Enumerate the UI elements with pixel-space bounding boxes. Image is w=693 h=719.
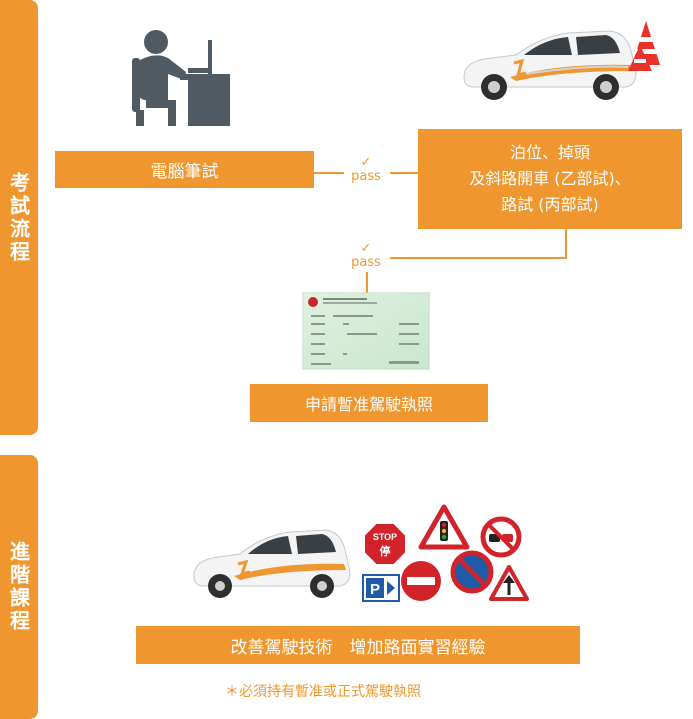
parking-sign-icon: P	[362, 574, 400, 602]
road-tests-line: 及斜路開車 (乙部試)、	[469, 169, 631, 188]
tab-exam-process-label: 考試流程	[6, 171, 31, 264]
traffic-light-warning-icon	[418, 504, 470, 550]
license-requirement-note: ＊必須持有暫准或正式駕駛執照	[225, 684, 421, 700]
tab-exam-process: 考試流程	[0, 0, 38, 435]
computer-test-label: 電腦筆試	[150, 162, 219, 182]
parking-sign-letter: P	[370, 581, 380, 598]
road-tests-line: 路試 (丙部試)	[501, 195, 599, 214]
computer-user-icon	[132, 30, 230, 126]
connector-line	[565, 229, 567, 259]
stop-sign-en: STOP	[373, 532, 397, 542]
connector-line	[390, 172, 418, 174]
no-entry-sign-icon	[401, 561, 441, 601]
check-icon: ✓	[360, 241, 372, 256]
pass-label: pass	[351, 255, 381, 270]
road-tests-line: 泊位、掉頭	[509, 143, 590, 162]
stop-sign-icon: STOP 停	[363, 522, 407, 566]
connector-line	[314, 172, 344, 174]
pass-label: pass	[351, 169, 381, 184]
stop-sign-zh: 停	[380, 544, 391, 558]
connector-line	[366, 272, 368, 294]
tab-advanced-course: 進階課程	[0, 455, 38, 719]
computer-test-step: 電腦筆試	[55, 151, 314, 188]
apply-license-step: 申請暫准駕駛執照	[250, 384, 488, 422]
driving-license-card-icon	[302, 292, 430, 370]
training-car-icon	[193, 529, 351, 598]
course-benefits-box: 改善駕駛技術 增加路面實習經驗	[136, 626, 580, 664]
no-parking-sign-icon	[450, 550, 494, 594]
tab-advanced-course-label: 進階課程	[6, 541, 31, 633]
pass-mark: ✓ pass	[346, 156, 386, 184]
pass-mark: ✓ pass	[346, 242, 386, 270]
course-benefits-label: 改善駕駛技術 增加路面實習經驗	[230, 637, 486, 658]
check-icon: ✓	[360, 155, 372, 170]
priority-warning-sign-icon	[489, 565, 529, 601]
no-overtaking-sign-icon	[480, 516, 522, 558]
connector-line	[390, 257, 567, 259]
driving-school-car-icon	[463, 21, 660, 100]
road-tests-step: 泊位、掉頭 及斜路開車 (乙部試)、 路試 (丙部試)	[418, 129, 682, 229]
apply-license-label: 申請暫准駕駛執照	[304, 395, 433, 414]
